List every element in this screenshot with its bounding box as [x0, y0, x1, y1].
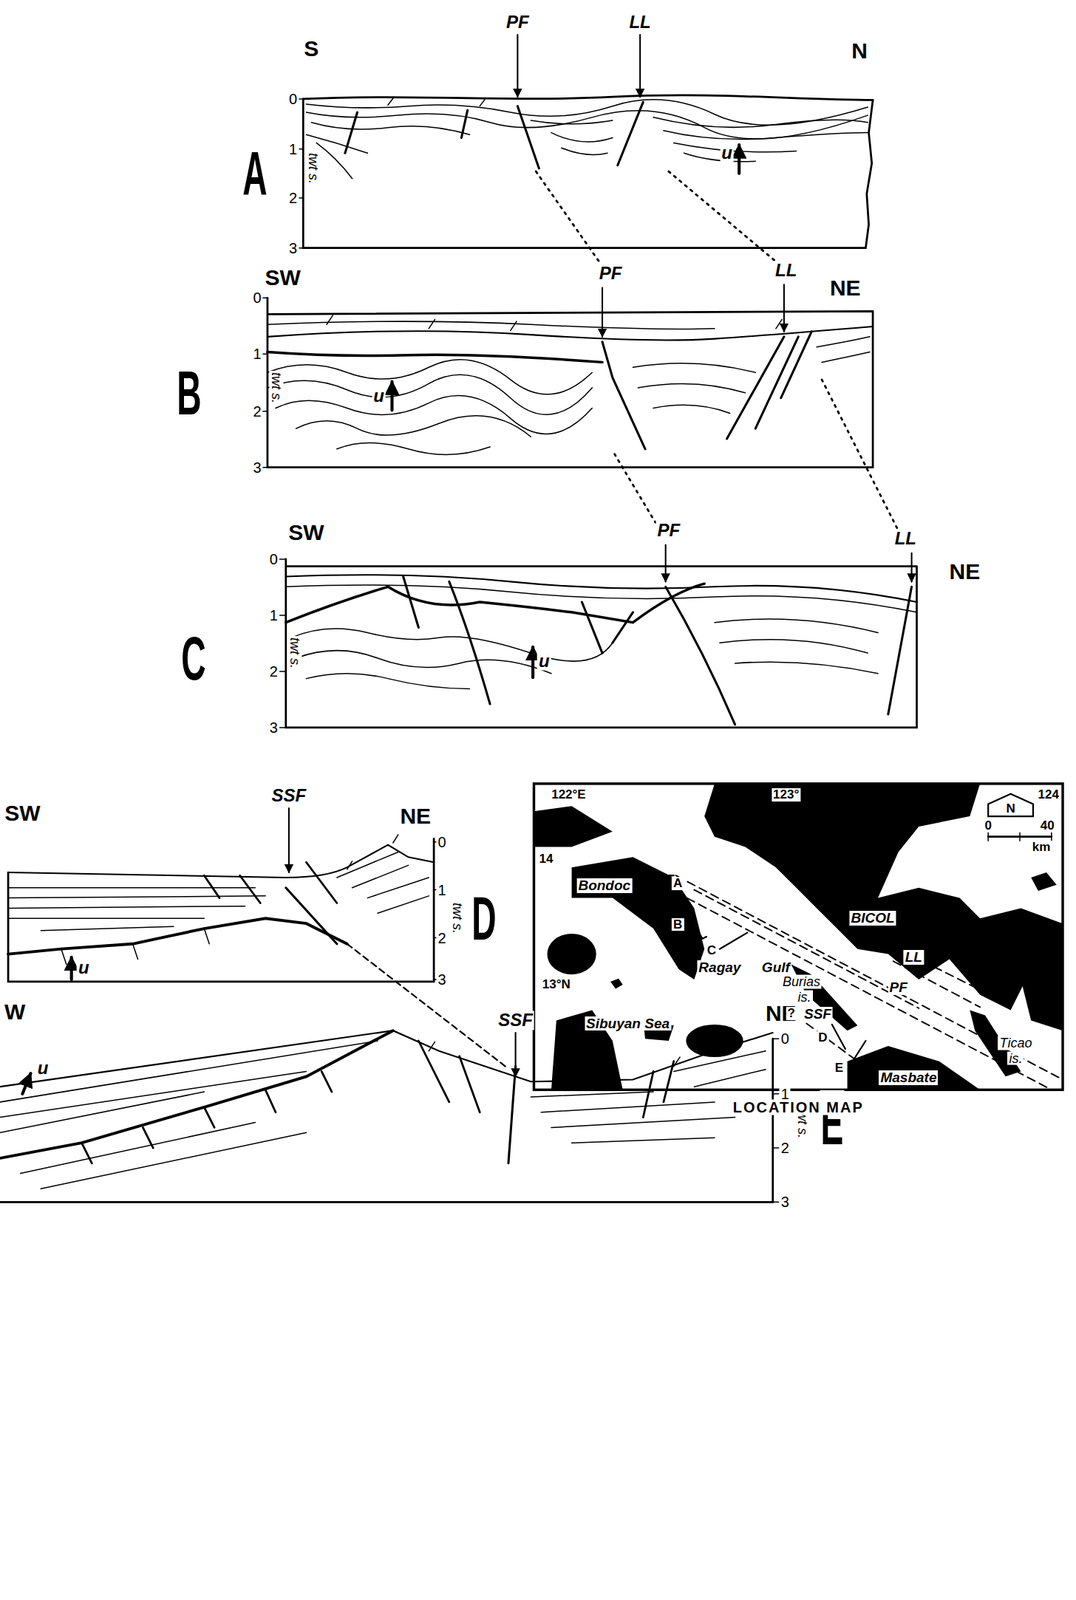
map-name: BICOL	[849, 911, 897, 926]
map-label: C	[705, 945, 718, 959]
direction-label: N	[849, 39, 870, 63]
map-name: SSF	[802, 1007, 833, 1023]
map-label: 40	[1039, 819, 1057, 833]
map-label: D	[816, 1031, 829, 1045]
location-map	[533, 784, 1063, 1091]
depth-tick: 0	[779, 1031, 791, 1048]
map-name: LL	[903, 950, 924, 966]
depth-tick: 0	[268, 552, 280, 568]
direction-label: SW	[2, 801, 42, 826]
depth-tick: 0	[287, 90, 299, 107]
map-label: N	[1004, 803, 1017, 817]
depth-tick: 2	[779, 1141, 791, 1157]
map-label: B	[671, 918, 684, 932]
depth-tick: 3	[436, 972, 448, 989]
fault-label: PF	[597, 264, 624, 284]
map-name: Ragay	[696, 960, 742, 976]
axis-title: twt s.	[306, 151, 321, 186]
depth-tick: 1	[268, 607, 280, 623]
depth-tick: 0	[252, 290, 264, 306]
map-label: 13°N	[540, 978, 572, 992]
map-name: Gulf	[760, 960, 792, 976]
depth-tick: 3	[252, 459, 264, 476]
map-name: is.	[1007, 1051, 1024, 1066]
direction-label: S	[302, 37, 320, 62]
depth-tick: 0	[436, 834, 448, 850]
depth-tick: 2	[268, 663, 280, 680]
map-label: 124	[1036, 788, 1061, 802]
unconformity-label: u	[36, 1059, 51, 1079]
direction-label: SW	[263, 266, 302, 290]
axis-title: twt s.	[288, 636, 303, 671]
map-caption: LOCATION MAP	[731, 1099, 866, 1116]
map-name: PF	[887, 980, 909, 996]
unconformity-label: u	[371, 386, 386, 405]
map-label: 122°E	[549, 788, 588, 802]
map-label: E	[833, 1061, 845, 1076]
depth-tick: 1	[436, 882, 448, 898]
depth-tick: 2	[436, 930, 448, 946]
depth-tick: 2	[287, 189, 299, 206]
depth-tick: 1	[252, 346, 264, 363]
map-name: Sibuyan Sea	[584, 1016, 672, 1032]
profile-c	[280, 545, 918, 728]
direction-label: NE	[398, 804, 433, 829]
map-label: ?	[785, 1007, 796, 1021]
direction-label: NE	[948, 560, 983, 584]
profile-b	[261, 284, 873, 468]
map-label: 14	[538, 852, 555, 867]
depth-tick: 1	[287, 141, 299, 157]
unconformity-label: u	[719, 144, 734, 163]
profile-letter: A	[242, 141, 269, 207]
axis-title: twt s.	[269, 370, 284, 405]
map-name: Burias	[781, 974, 822, 989]
depth-tick: 3	[287, 240, 299, 256]
depth-tick: 3	[779, 1194, 791, 1211]
fault-label: PF	[655, 521, 682, 541]
fault-label: LL	[773, 260, 799, 280]
depth-tick: 2	[252, 403, 264, 420]
map-label: 123°	[771, 788, 801, 802]
fault-label: LL	[627, 13, 652, 32]
correlation-line	[347, 944, 506, 1068]
fault-label: SSF	[496, 1011, 535, 1031]
fault-label: LL	[893, 529, 918, 549]
map-name: Masbate	[878, 1070, 938, 1086]
unconformity-label: u	[537, 652, 552, 672]
profile-letter: C	[181, 625, 208, 691]
map-label: km	[1030, 840, 1053, 855]
direction-label: W	[2, 1001, 27, 1026]
direction-label: SW	[286, 521, 326, 545]
profile-d	[8, 808, 440, 983]
profile-letter: B	[175, 360, 203, 426]
direction-label: NE	[828, 276, 863, 301]
map-name: Bondoc	[576, 878, 632, 894]
fault-label: PF	[504, 13, 531, 32]
depth-tick: 3	[268, 719, 280, 736]
map-label: A	[671, 877, 684, 891]
fault-label: SSF	[270, 787, 309, 806]
profile-e	[0, 1030, 779, 1203]
profile-a	[297, 34, 873, 249]
axis-title: twt s.	[450, 901, 465, 936]
map-name: is.	[796, 990, 813, 1005]
profile-letter: D	[470, 886, 498, 952]
correlation-line	[535, 171, 898, 531]
unconformity-label: u	[76, 958, 91, 977]
map-name: Ticao	[998, 1036, 1034, 1051]
map-label: 0	[982, 819, 993, 833]
